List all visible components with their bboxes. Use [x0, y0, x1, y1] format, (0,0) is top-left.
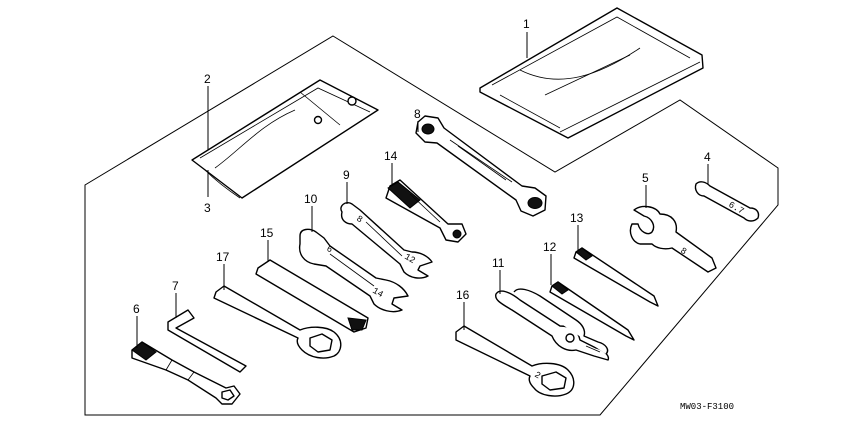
open-end-wrench-9: 8 12 [340, 202, 433, 279]
screwdriver-shaft-13 [573, 247, 659, 307]
svg-text:8: 8 [355, 214, 365, 225]
open-end-wrench-10: 6 14 [298, 228, 409, 313]
callout-17: 17 [216, 250, 230, 264]
callout-2: 2 [204, 72, 211, 86]
spark-plug-wrench [131, 341, 241, 405]
callout-9: 9 [343, 168, 350, 182]
leader-lines [136, 32, 709, 348]
svg-text:8: 8 [679, 246, 689, 257]
box-spanner [213, 285, 342, 359]
callout-5: 5 [642, 171, 649, 185]
callout-10: 10 [304, 192, 318, 206]
callout-3: 3 [204, 201, 211, 215]
combination-spanner: 2 [455, 325, 575, 397]
callout-13: 13 [570, 211, 584, 225]
pliers [495, 288, 610, 361]
pin-spanner: 8 [629, 205, 717, 273]
tool-pouch-large [479, 7, 704, 139]
small-flat-wrench: 6.7 [694, 181, 760, 222]
flat-bar-tool [255, 259, 369, 333]
callout-11: 11 [492, 256, 505, 270]
svg-text:2: 2 [533, 370, 543, 381]
hex-wrench [167, 309, 247, 373]
callout-15: 15 [260, 226, 274, 240]
svg-text:14: 14 [371, 286, 385, 300]
callout-6: 6 [133, 302, 140, 316]
screwdriver-handle [385, 179, 467, 243]
tool-kit-border [84, 35, 779, 416]
callout-14: 14 [384, 149, 398, 163]
callout-1: 1 [523, 17, 530, 31]
callout-12: 12 [543, 240, 557, 254]
screwdriver-shaft-12 [549, 281, 635, 341]
ring-spanner [415, 115, 547, 217]
callout-4: 4 [704, 150, 711, 164]
callout-8: 8 [414, 107, 421, 121]
callout-16: 16 [456, 288, 470, 302]
svg-text:12: 12 [403, 252, 417, 266]
tool-bag [191, 79, 379, 199]
callout-7: 7 [172, 279, 179, 293]
svg-text:6: 6 [325, 244, 335, 255]
diagram-code: MW03-F3100 [680, 402, 734, 412]
